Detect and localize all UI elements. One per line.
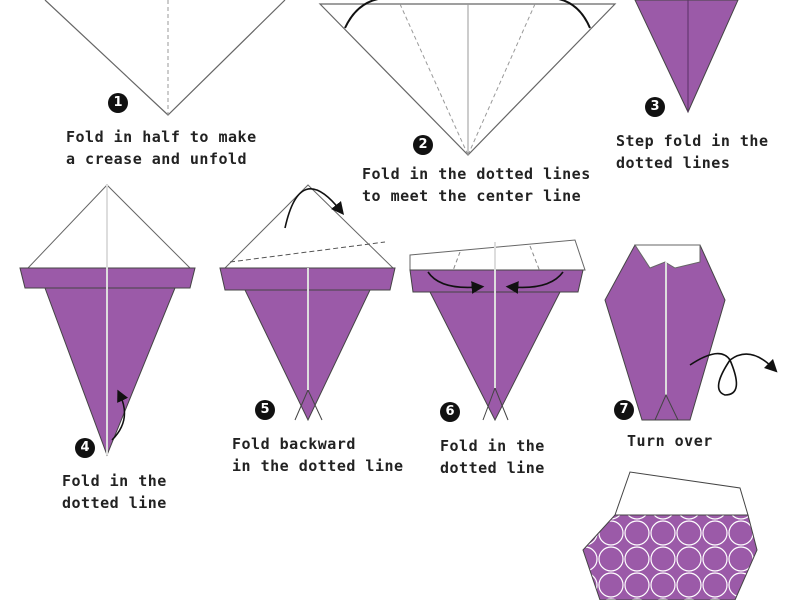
step-1-caption: Fold in half to make a crease and unfold xyxy=(66,126,257,170)
caption-line: Fold in the xyxy=(440,437,545,455)
step-6-figure xyxy=(409,239,586,422)
caption-line: Turn over xyxy=(627,432,713,450)
step-7-figure xyxy=(604,244,778,421)
step-3-caption: Step fold in the dotted lines xyxy=(616,130,769,174)
step-6-caption: Fold in the dotted line xyxy=(440,435,545,479)
step-7-caption: Turn over xyxy=(627,430,713,452)
step-number-5: 5 xyxy=(255,400,275,420)
step-number-2: 2 xyxy=(413,135,433,155)
finished-ice-cream-figure xyxy=(582,471,758,600)
caption-line: to meet the center line xyxy=(362,187,582,205)
caption-line: Fold backward xyxy=(232,435,356,453)
caption-line: dotted line xyxy=(440,459,545,477)
step-1-figure xyxy=(44,0,286,116)
step-number-7: 7 xyxy=(614,400,634,420)
caption-line: a crease and unfold xyxy=(66,150,248,168)
caption-line: dotted lines xyxy=(616,154,731,172)
step-3-figure xyxy=(634,0,739,114)
step-2-figure xyxy=(318,0,617,156)
step-number-1: 1 xyxy=(108,93,128,113)
step-5-caption: Fold backward in the dotted line xyxy=(232,433,404,477)
step-2-caption: Fold in the dotted lines to meet the cent… xyxy=(362,163,591,207)
step-number-3: 3 xyxy=(645,97,665,117)
caption-line: Step fold in the xyxy=(616,132,769,150)
step-number-6: 6 xyxy=(440,402,460,422)
step-5-figure xyxy=(219,184,396,422)
step-4-figure xyxy=(19,184,196,457)
caption-line: Fold in the dotted lines xyxy=(362,165,591,183)
step-4-caption: Fold in the dotted line xyxy=(62,470,167,514)
step-number-4: 4 xyxy=(75,438,95,458)
caption-line: dotted line xyxy=(62,494,167,512)
caption-line: Fold in half to make xyxy=(66,128,257,146)
caption-line: in the dotted line xyxy=(232,457,404,475)
caption-line: Fold in the xyxy=(62,472,167,490)
